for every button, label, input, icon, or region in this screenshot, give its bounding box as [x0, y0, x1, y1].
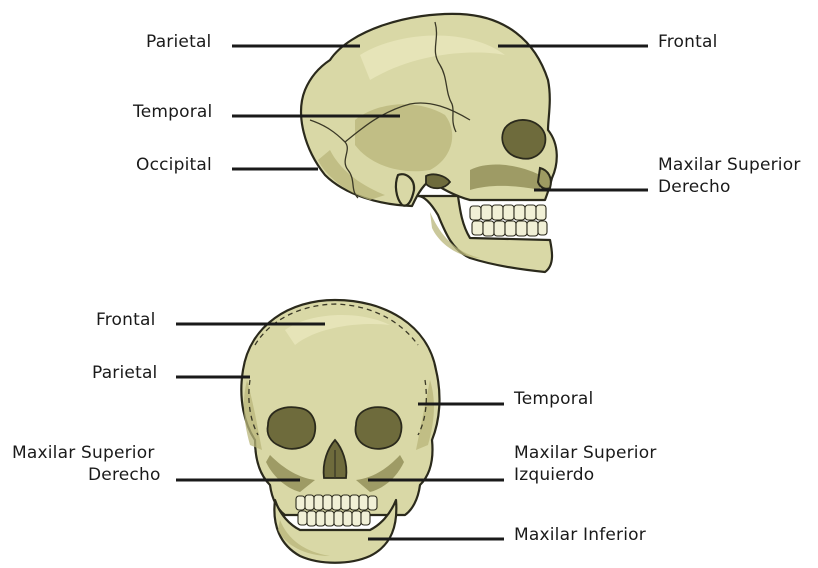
label-lateral-maxilar-superior-derecho-line1: Maxilar Superior — [658, 155, 801, 175]
label-front-temporal: Temporal — [513, 389, 593, 409]
label-lateral-occipital: Occipital — [136, 155, 212, 175]
label-front-maxilar-superior-izquierdo-line1: Maxilar Superior — [514, 443, 657, 463]
lateral-skull-illustration — [301, 14, 557, 272]
label-front-frontal: Frontal — [96, 310, 156, 330]
label-front-maxilar-superior-izquierdo-line2: Izquierdo — [514, 465, 594, 485]
left-eye-socket — [355, 407, 401, 449]
label-front-maxilar-superior-derecho-line2: Derecho — [88, 465, 161, 485]
label-lateral-frontal: Frontal — [658, 32, 718, 52]
label-front-parietal: Parietal — [92, 363, 157, 383]
label-lateral-maxilar-superior-derecho-line2: Derecho — [658, 177, 731, 197]
frontal-skull-illustration — [241, 300, 439, 563]
label-front-maxilar-inferior: Maxilar Inferior — [514, 525, 646, 545]
label-front-maxilar-superior-derecho-line1: Maxilar Superior — [12, 443, 155, 463]
label-lateral-temporal: Temporal — [132, 102, 212, 122]
frontal-lower-teeth — [298, 511, 370, 526]
right-eye-socket — [268, 407, 316, 449]
frontal-upper-teeth — [296, 495, 377, 510]
lateral-lower-teeth — [472, 221, 547, 236]
label-lateral-parietal: Parietal — [146, 32, 211, 52]
lateral-upper-teeth — [470, 205, 546, 220]
